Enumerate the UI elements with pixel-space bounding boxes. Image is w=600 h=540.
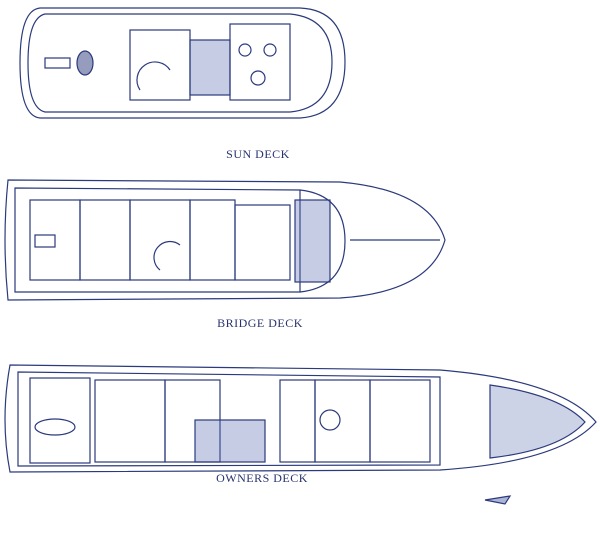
deck-label-sun: SUN DECK bbox=[226, 147, 290, 161]
bridge-deck-plan bbox=[4, 179, 446, 301]
deck-label-bridge: BRIDGE DECK bbox=[217, 316, 303, 330]
sun-deck-plan bbox=[19, 7, 346, 119]
deck-label-owners: OWNERS DECK bbox=[216, 471, 308, 485]
owners-deck-plan bbox=[4, 364, 597, 505]
